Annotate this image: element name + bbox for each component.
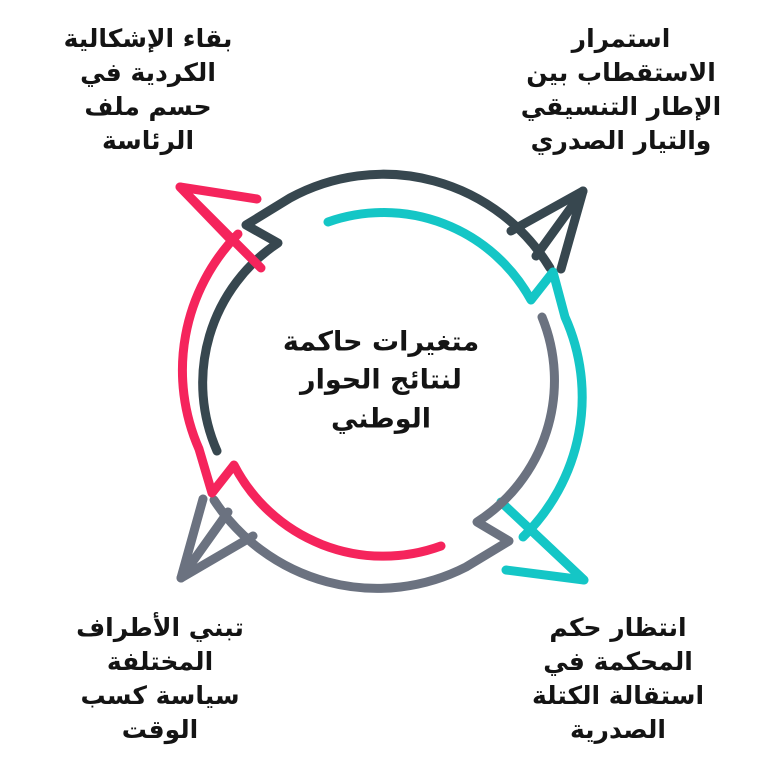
segment-teal-arrow-shaft (524, 523, 589, 585)
cycle-segment-gray (176, 312, 559, 593)
segment-gray-arrow-shaft (176, 507, 233, 583)
cycle-segment-teal (323, 208, 589, 585)
cycle-segment-dark-slate (198, 169, 588, 456)
node-label-bottom-right: انتظار حكم المحكمة في استقالة الكتلة الص… (531, 613, 705, 744)
segment-crimson-path (177, 229, 446, 561)
segment-crimson-arrow-shaft (175, 182, 237, 246)
center-hub-label: متغيرات حاكمة لنتائج الحوار الوطني (282, 326, 480, 435)
segment-dark-slate-path (198, 169, 555, 456)
segment-gray-path (209, 312, 559, 593)
node-label-bottom-left: تبني الأطراف المختلفة سياسة كسب الوقت (76, 613, 244, 744)
node-label-top-right: استمرار الاستقطاب بين الإطار التنسيقي وا… (520, 24, 722, 155)
segment-dark-slate-arrow-shaft (531, 186, 588, 261)
cycle-segment-crimson (175, 182, 446, 561)
segment-teal-path (323, 208, 587, 542)
node-label-top-left: بقاء الإشكالية الكردية في حسم ملف الرئاس… (63, 24, 233, 155)
